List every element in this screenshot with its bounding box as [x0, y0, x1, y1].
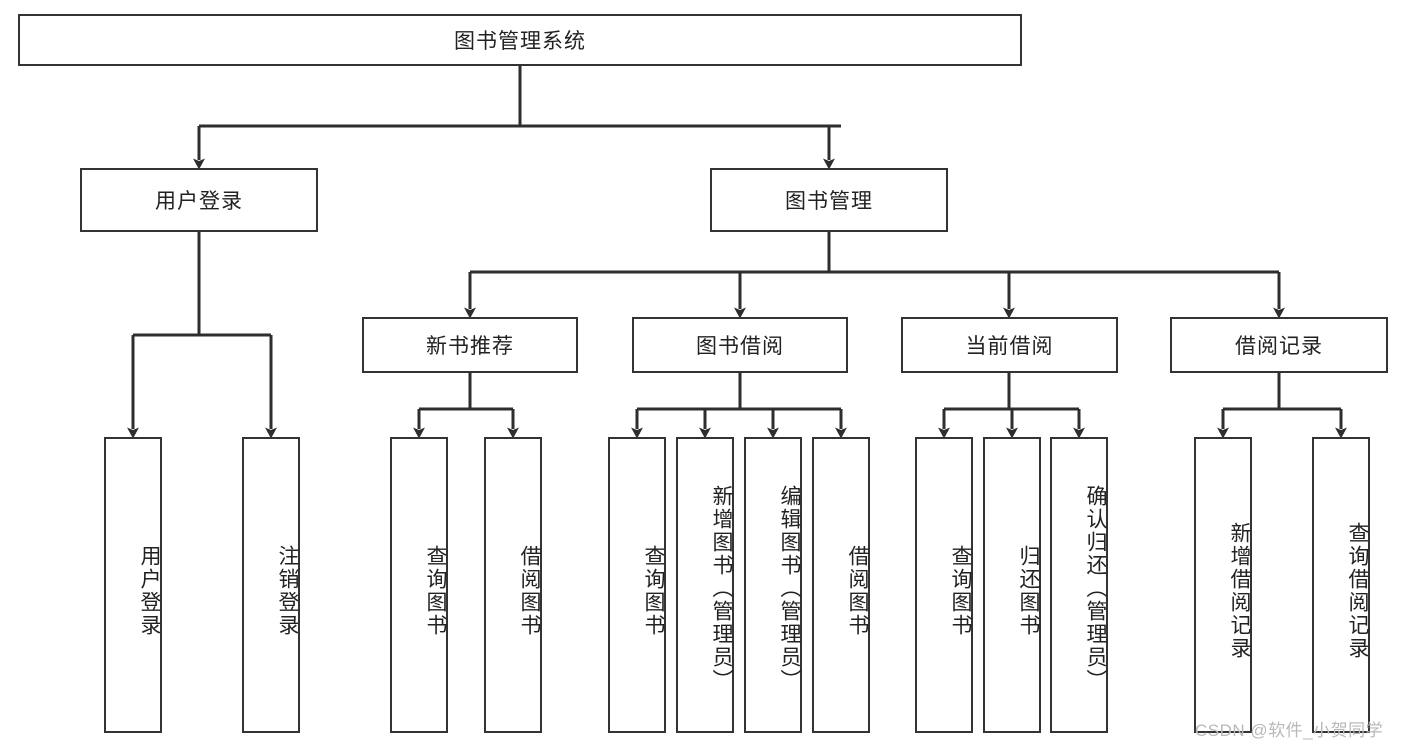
- leaf-borrow-book[interactable]: 借阅图书: [812, 437, 870, 733]
- leaf-add-borrow-record[interactable]: 新增借阅记录: [1194, 437, 1252, 733]
- node-book-manage[interactable]: 图书管理: [710, 168, 948, 232]
- node-book-borrow[interactable]: 图书借阅: [632, 317, 848, 373]
- leaf-user-login[interactable]: 用户登录: [104, 437, 162, 733]
- leaf-return-book[interactable]: 归还图书: [983, 437, 1041, 733]
- leaf-query-book-new-recommend[interactable]: 查询图书: [390, 437, 448, 733]
- node-new-book-recommend[interactable]: 新书推荐: [362, 317, 578, 373]
- node-current-borrow[interactable]: 当前借阅: [901, 317, 1118, 373]
- leaf-borrow-book-new-recommend[interactable]: 借阅图书: [484, 437, 542, 733]
- leaf-query-book-current[interactable]: 查询图书: [915, 437, 973, 733]
- leaf-query-book-borrow[interactable]: 查询图书: [608, 437, 666, 733]
- leaf-confirm-return-admin[interactable]: 确认归还（管理员）: [1050, 437, 1108, 733]
- leaf-add-book-admin[interactable]: 新增图书（管理员）: [676, 437, 734, 733]
- leaf-logout-login[interactable]: 注销登录: [242, 437, 300, 733]
- node-borrow-record[interactable]: 借阅记录: [1170, 317, 1388, 373]
- node-user-login[interactable]: 用户登录: [80, 168, 318, 232]
- csdn-watermark: CSDN @软件_小贺同学: [1195, 721, 1384, 740]
- leaf-query-borrow-record[interactable]: 查询借阅记录: [1312, 437, 1370, 733]
- leaf-edit-book-admin[interactable]: 编辑图书（管理员）: [744, 437, 802, 733]
- node-root[interactable]: 图书管理系统: [18, 14, 1022, 66]
